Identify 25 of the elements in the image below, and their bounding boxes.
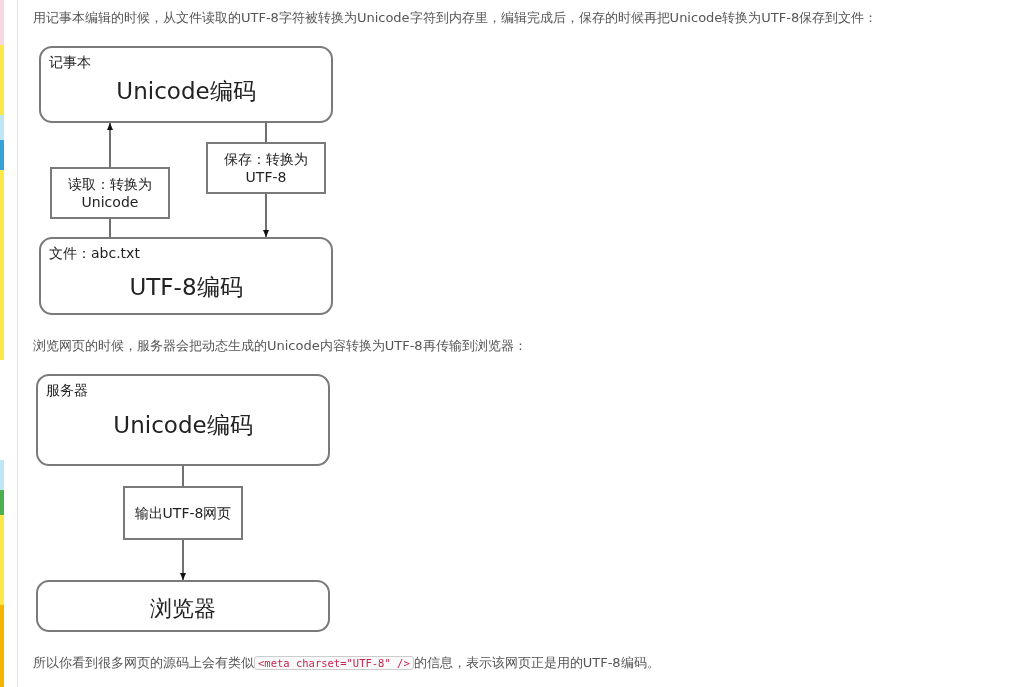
box-heading: 服务器: [46, 382, 88, 400]
arrow: [107, 122, 113, 168]
rounded-box: [36, 580, 330, 632]
arrow: [180, 539, 186, 581]
connector-line: [265, 122, 267, 143]
rounded-box: [36, 374, 330, 466]
box-title: Unicode编码: [112, 411, 254, 440]
text-fragment: 所以你看到很多网页的源码上会有类似: [33, 655, 254, 670]
box-heading: 文件：abc.txt: [49, 245, 140, 263]
box-title: UTF-8编码: [128, 273, 244, 302]
box-title: 浏览器: [149, 595, 217, 623]
paragraph: 用记事本编辑的时候，从文件读取的UTF-8字符被转换为Unicode字符到内存里，编辑完成后，保存的时候再把Unicode转换为UTF-8保存到文件：: [33, 9, 878, 27]
box-heading: 记事本: [49, 54, 91, 72]
rounded-box: [39, 46, 333, 123]
label-box: 读取：转换为 Unicode: [50, 167, 170, 219]
label-box: 输出UTF-8网页: [123, 486, 243, 540]
arrow: [263, 193, 269, 238]
text-fragment: 的信息，表示该网页正是用的UTF-8编码。: [413, 655, 660, 670]
paragraph: 浏览网页的时候，服务器会把动态生成的Unicode内容转换为UTF-8再传输到浏览器：: [33, 337, 527, 355]
connector-line: [182, 465, 184, 487]
inline-code: <meta charset="UTF-8" />: [254, 656, 414, 670]
label-box: 保存：转换为 UTF-8: [206, 142, 326, 194]
rounded-box: [39, 237, 333, 315]
connector-line: [109, 218, 111, 238]
box-title: Unicode编码: [115, 77, 257, 106]
